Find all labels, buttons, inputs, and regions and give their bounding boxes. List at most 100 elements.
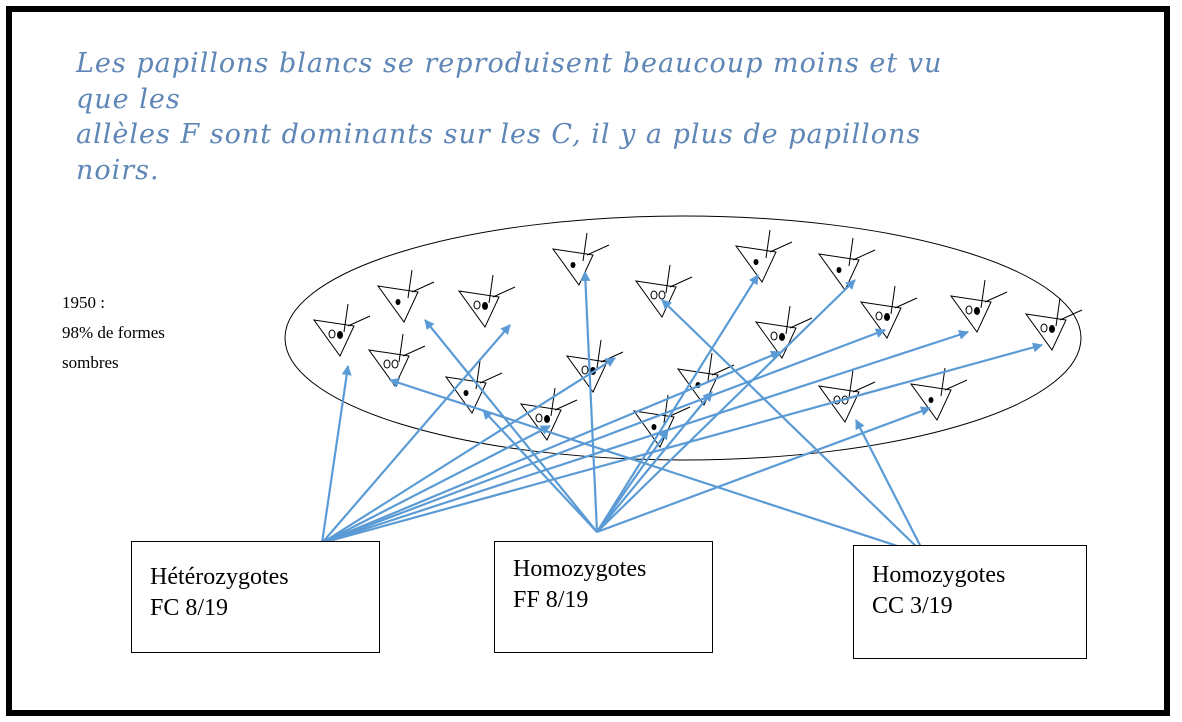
arrows-group (320, 271, 1043, 557)
note-line-2: allèles F sont dominants sur les C, il y… (76, 119, 922, 151)
butterflies-group (312, 229, 1083, 448)
butterfly-spot (570, 262, 576, 268)
butterfly-spot (482, 302, 488, 310)
homozygotes-ff-count: FF 8/19 (513, 587, 589, 614)
butterfly-wing (565, 355, 608, 393)
butterfly-spot (581, 365, 589, 375)
butterfly-spot (391, 359, 399, 369)
population-caption: 1950 : 98% de formes sombres (62, 288, 165, 377)
butterfly-spot (753, 259, 759, 265)
arrow-cc-to-butterfly-6 (661, 299, 926, 556)
butterfly-spot (965, 305, 973, 315)
handwritten-note: Les papillons blancs se reproduisent bea… (76, 46, 976, 189)
butterfly-antenna (1055, 297, 1083, 327)
butterfly-6 (634, 264, 693, 318)
page-frame (6, 6, 1170, 716)
note-line-1: Les papillons blancs se reproduisent bea… (76, 48, 943, 115)
homozygotes-ff-box: Homozygotes FF 8/19 (494, 541, 713, 653)
butterfly-spot (337, 331, 343, 339)
butterfly-antenna (848, 369, 876, 399)
heterozygotes-title: Hétérozygotes (150, 564, 289, 590)
butterfly-wing (457, 290, 500, 328)
butterfly-spot (651, 424, 657, 430)
butterfly-spot (928, 397, 934, 403)
arrow-ff-to-butterfly-13 (596, 391, 713, 533)
butterfly-5 (551, 232, 610, 286)
arrow-ff-to-butterfly-12 (596, 429, 669, 533)
butterfly-antenna (848, 237, 876, 267)
butterfly-antenna (980, 279, 1008, 309)
butterfly-16 (949, 279, 1008, 333)
butterfly-antenna (407, 269, 435, 299)
butterfly-spot (974, 307, 980, 315)
homozygotes-cc-box: Homozygotes CC 3/19 (853, 545, 1087, 659)
arrow-fc-to-butterfly-14 (321, 350, 781, 545)
arrow-ff-to-butterfly-18 (596, 406, 931, 534)
butterfly-antenna (343, 303, 371, 333)
butterfly-spot (383, 359, 391, 369)
homozygotes-ff-title: Homozygotes (513, 556, 647, 582)
butterfly-spot (463, 390, 469, 396)
arrow-fc-to-butterfly-11 (321, 357, 616, 544)
butterfly-wing (312, 319, 355, 357)
arrow-fc-to-butterfly-17 (321, 342, 1043, 545)
butterfly-11 (565, 339, 624, 393)
note-line-3: noirs. (76, 154, 160, 186)
butterfly-antenna (890, 285, 918, 315)
population-ellipse (284, 215, 1082, 461)
butterfly-1 (312, 303, 371, 357)
homozygotes-cc-title: Homozygotes (872, 562, 1006, 588)
butterfly-spot (544, 415, 550, 423)
caption-line-2: sombres (62, 352, 119, 372)
butterfly-antenna (596, 339, 624, 369)
arrow-fc-to-butterfly-16 (321, 330, 969, 545)
butterfly-3 (367, 333, 426, 387)
butterfly-7 (734, 229, 793, 283)
arrow-ff-to-butterfly-5 (580, 271, 599, 533)
butterfly-wing (1024, 313, 1067, 351)
butterfly-antenna (665, 264, 693, 294)
butterfly-antenna (785, 305, 813, 335)
arrow-fc-to-butterfly-15 (321, 328, 886, 545)
butterfly-antenna (398, 333, 426, 363)
butterfly-spot (650, 290, 658, 300)
arrow-fc-to-butterfly-10 (321, 425, 551, 544)
arrow-ff-to-butterfly-2 (424, 319, 598, 533)
butterfly-2 (376, 269, 435, 323)
arrow-cc-to-butterfly-3 (389, 378, 926, 557)
butterfly-10 (519, 387, 578, 441)
butterfly-spot (535, 413, 543, 423)
arrow-fc-to-butterfly-1 (320, 365, 352, 544)
butterfly-wing (949, 295, 992, 333)
butterfly-wing (367, 349, 410, 387)
butterfly-antenna (488, 274, 516, 304)
heterozygotes-count: FC 8/19 (150, 595, 229, 622)
butterfly-8 (817, 237, 876, 291)
butterfly-spot (770, 331, 778, 341)
butterfly-spot (1040, 323, 1048, 333)
butterfly-spot (1049, 325, 1055, 333)
butterfly-15 (859, 285, 918, 339)
arrow-cc-to-butterfly-19 (855, 419, 926, 556)
butterfly-spot (328, 329, 336, 339)
arrow-ff-to-butterfly-8 (596, 279, 856, 533)
butterfly-spot (473, 300, 481, 310)
butterfly-spot (836, 267, 842, 273)
butterfly-spot (875, 311, 883, 321)
butterfly-spot (658, 290, 666, 300)
arrow-fc-to-butterfly-4 (321, 324, 511, 544)
butterfly-antenna (765, 229, 793, 259)
caption-line-1: 98% de formes (62, 322, 165, 342)
year-label: 1950 : (62, 293, 105, 312)
butterfly-spot (779, 333, 785, 341)
butterfly-antenna (550, 387, 578, 417)
butterfly-4 (457, 274, 516, 328)
heterozygotes-box: Hétérozygotes FC 8/19 (131, 541, 380, 653)
arrow-ff-to-butterfly-7 (596, 274, 759, 533)
butterfly-wing (634, 280, 677, 318)
butterfly-spot (884, 313, 890, 321)
butterfly-14 (754, 305, 813, 359)
butterfly-spot (395, 299, 401, 305)
homozygotes-cc-count: CC 3/19 (872, 593, 953, 620)
